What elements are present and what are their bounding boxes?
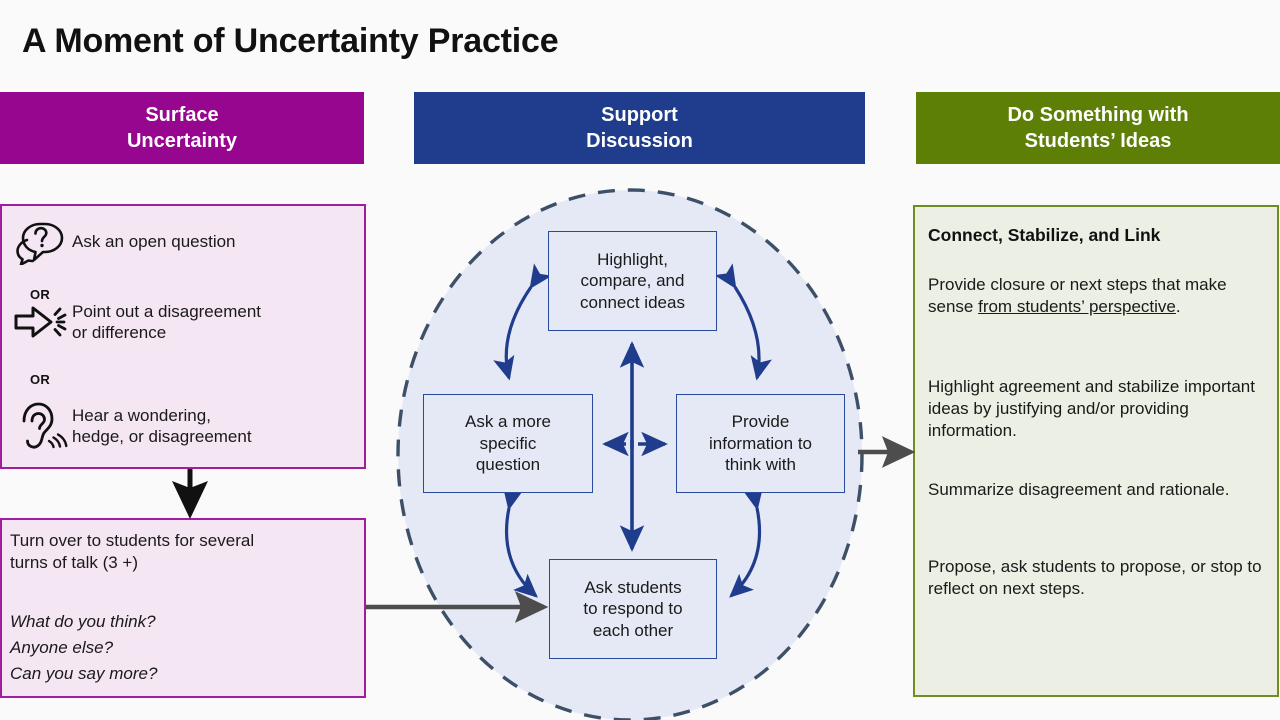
column-header-do-something: Do Something with Students’ Ideas (916, 92, 1280, 164)
curved-arrow-topleft (493, 263, 552, 381)
move-item-label: Ask an open question (72, 232, 236, 252)
move-item-open-question: Ask an open question (10, 214, 360, 270)
connect-panel-heading: Connect, Stabilize, and Link (928, 225, 1161, 245)
turn-over-prompts: What do you think? Anyone else? Can you … (10, 612, 158, 683)
move-item-label: Point out a disagreement or difference (72, 301, 262, 342)
column-header-do-something-label: Do Something with Students’ Ideas (1007, 104, 1189, 152)
curved-arrow-bottomleft (502, 485, 538, 598)
or-separator-2: OR (30, 372, 51, 387)
turn-over-main-text: Turn over to students for several turns … (10, 531, 255, 573)
node-provide-information[interactable]: Provide information to think with (676, 394, 845, 493)
speech-bubble-question-icon (10, 219, 72, 265)
node-highlight-compare-connect[interactable]: Highlight, compare, and connect ideas (548, 231, 717, 331)
node-label: Ask students to respond to each other (583, 577, 683, 640)
column-header-surface-uncertainty: Surface Uncertainty (0, 92, 364, 164)
surface-moves-panel (0, 204, 366, 469)
move-item-label: Hear a wondering, hedge, or disagreement (72, 405, 252, 446)
node-ask-students-respond[interactable]: Ask students to respond to each other (549, 559, 717, 659)
connect-p1-suffix: . (1175, 296, 1181, 316)
column-header-support-discussion: Support Discussion (414, 92, 865, 164)
node-ask-specific-question[interactable]: Ask a more specific question (423, 394, 593, 493)
curved-arrow-bottomright (729, 485, 764, 598)
connect-stabilize-link-panel (913, 205, 1279, 697)
page-title: A Moment of Uncertainty Practice (22, 22, 559, 60)
turn-over-panel (0, 518, 366, 698)
or-separator-1: OR (30, 287, 51, 302)
connect-p1-prefix: Provide closure or next steps that make … (928, 275, 1227, 316)
curved-arrow-topright (714, 263, 772, 381)
move-item-hear-wondering: Hear a wondering, hedge, or disagreement (10, 396, 360, 456)
move-item-point-out-disagreement: Point out a disagreement or difference (10, 292, 360, 352)
listening-ear-icon (10, 401, 72, 451)
node-label: Highlight, compare, and connect ideas (580, 249, 685, 312)
column-header-surface-label: Surface Uncertainty (126, 104, 238, 152)
connect-paragraph-4: Propose, ask students to propose, or sto… (928, 557, 1262, 598)
connect-p1-underlined: from students’ perspective (978, 296, 1176, 316)
column-header-support-label: Support Discussion (586, 104, 693, 152)
connect-paragraph-3: Summarize disagreement and rationale. (928, 480, 1230, 499)
node-label: Ask a more specific question (465, 412, 551, 475)
connect-paragraph-2: Highlight agreement and stabilize import… (928, 377, 1255, 440)
connect-paragraph-1: Provide closure or next steps that make … (928, 274, 1268, 318)
node-label: Provide information to think with (709, 412, 812, 475)
pointing-arrow-burst-icon (10, 299, 72, 345)
